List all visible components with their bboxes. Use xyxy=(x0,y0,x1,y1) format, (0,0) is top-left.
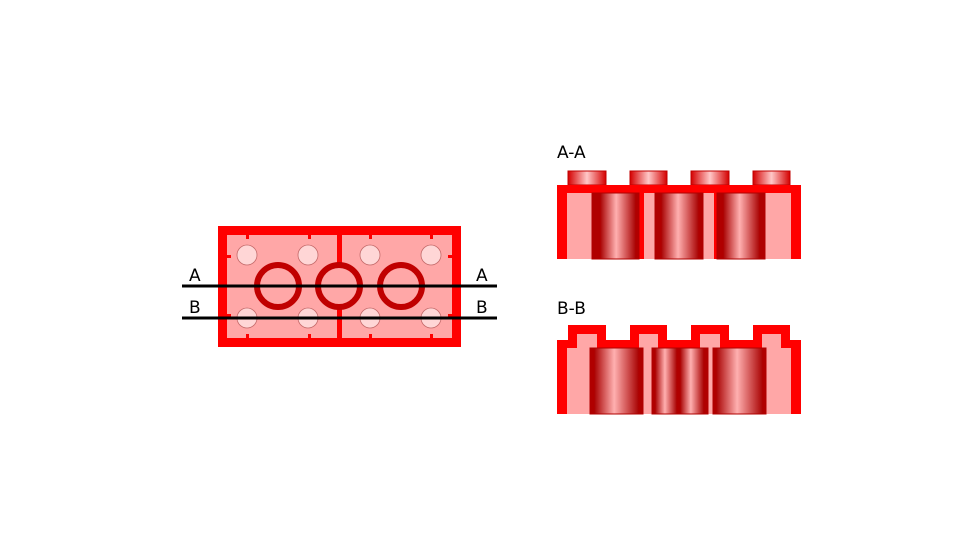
section-a-title: A-A xyxy=(557,143,586,163)
stud-top xyxy=(567,170,607,186)
section-b-left-label: B xyxy=(189,298,201,318)
stud-circle xyxy=(297,244,319,266)
section-a-view: A-A xyxy=(557,143,801,260)
stud-circles xyxy=(236,244,442,329)
stud-circle xyxy=(420,244,442,266)
section-a-tubes xyxy=(591,192,766,260)
stud-circle xyxy=(236,244,258,266)
section-a-right-label: A xyxy=(476,266,488,286)
stud-top xyxy=(629,170,668,186)
section-a-studs xyxy=(567,170,791,186)
section-b-right-label: B xyxy=(476,298,488,318)
wall-notches xyxy=(227,235,452,338)
section-b-view: B-B xyxy=(557,299,801,415)
stud-top xyxy=(752,170,791,186)
stud-top xyxy=(690,170,730,186)
section-b-tubes xyxy=(589,347,767,415)
section-b-title: B-B xyxy=(557,299,586,319)
stud-circle xyxy=(359,244,381,266)
section-a-rib xyxy=(639,193,644,259)
section-a-left-label: A xyxy=(189,266,201,286)
plan-view: A A B B xyxy=(182,226,497,347)
section-b-stud-inners xyxy=(577,334,781,348)
